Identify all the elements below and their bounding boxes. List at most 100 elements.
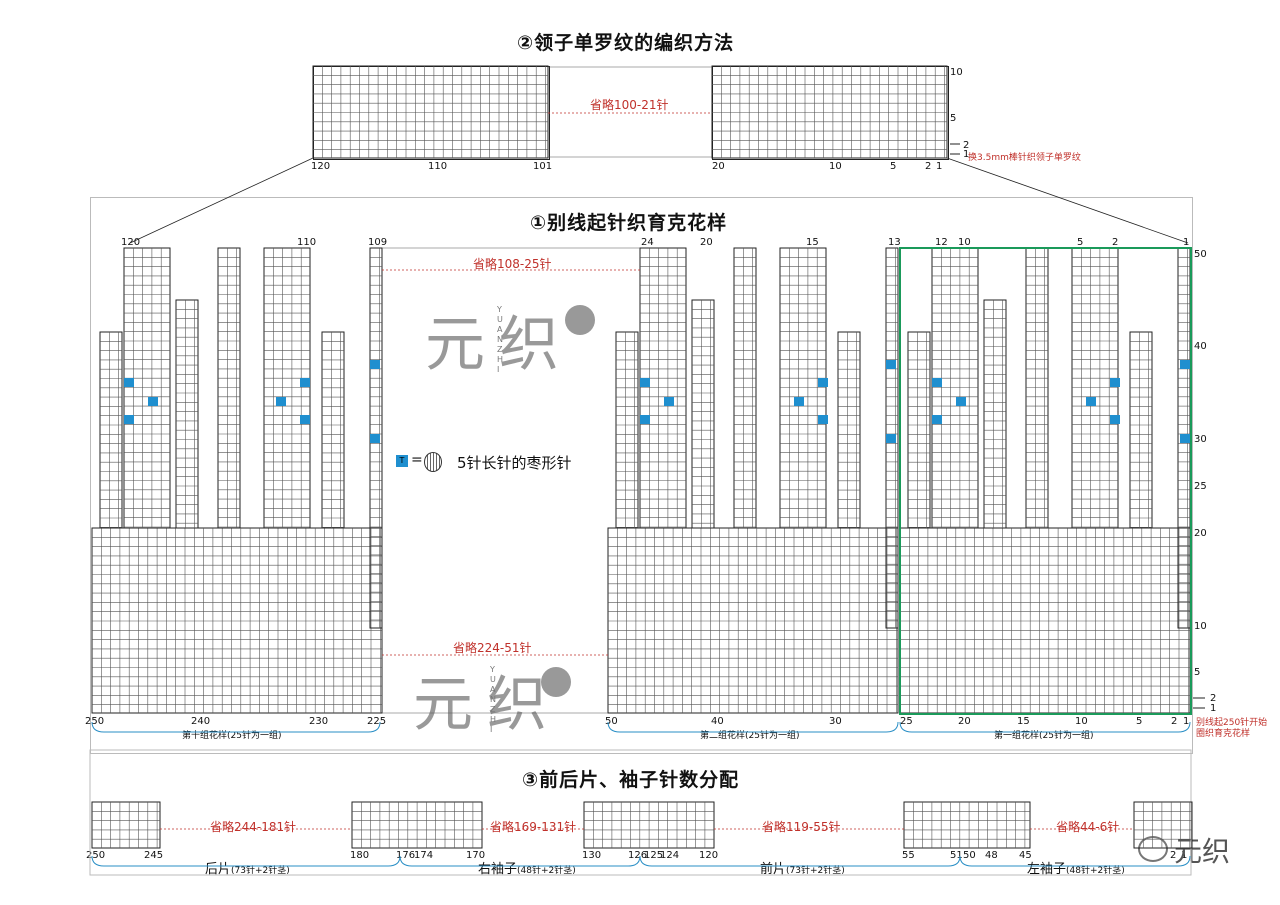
omit-label: 省略119-55针	[762, 820, 841, 834]
yoke-top-num: 13	[888, 237, 901, 248]
collar-note: 换3.5mm棒针织领子单罗纹	[968, 153, 1081, 163]
yoke-bottom-num: 225	[367, 716, 387, 727]
yoke-bottom-num: 30	[829, 716, 842, 727]
dist-num: 51	[950, 850, 963, 861]
petal-column	[263, 247, 311, 529]
front-brace	[639, 855, 961, 867]
left-sleeve-brace	[959, 855, 1191, 867]
watermark-vertical-text: YUANZHI	[497, 305, 504, 374]
petal-column	[1071, 247, 1119, 529]
collar-row-num: 10	[950, 67, 963, 78]
petal-column	[691, 299, 715, 529]
dist-num: 124	[660, 850, 680, 861]
pattern-repeat-highlight	[899, 247, 1192, 715]
start-note-1: 别线起250针开始	[1196, 718, 1268, 728]
yoke-row-num: 50	[1194, 249, 1207, 260]
bobble-stitch	[886, 434, 896, 443]
group10-brace	[91, 721, 381, 733]
petal-column	[99, 331, 123, 529]
yoke-top-num: 2	[1112, 237, 1119, 248]
watermark-vertical-text: YUANZHI	[490, 665, 497, 734]
yoke-omit-top: 省略108-25针	[473, 257, 552, 271]
bobble-stitch	[1110, 415, 1120, 424]
petal-column	[733, 247, 757, 529]
yoke-arrow-row: 1	[1210, 703, 1217, 714]
guide-line	[129, 157, 314, 244]
collar-row-num: 5	[950, 113, 957, 124]
bobble-stitch	[664, 397, 674, 406]
bobble-stitch	[124, 378, 134, 387]
brand-name: 元织	[1174, 835, 1231, 868]
yoke-omit-bottom: 省略224-51针	[453, 641, 532, 655]
yoke-row-num: 20	[1194, 528, 1207, 539]
bobble-stitch	[300, 378, 310, 387]
watermark-logo-text: 元织	[425, 310, 573, 380]
yoke-bottom-num: 5	[1136, 716, 1143, 727]
collar-omit-label: 省略100-21针	[590, 98, 669, 112]
dist-num: 120	[699, 850, 719, 861]
collar-num: 5	[890, 161, 897, 172]
yoke-arrow-row: 2	[1210, 693, 1217, 704]
collar-num: 2	[925, 161, 932, 172]
group1-brace	[899, 721, 1191, 733]
dist-num: 130	[582, 850, 602, 861]
dist-num: 174	[414, 850, 434, 861]
distribution-frame	[89, 749, 1192, 876]
bobble-stitch	[640, 378, 650, 387]
collar-arrow-row: 2	[963, 140, 970, 151]
legend-text: 5针长针的枣形针	[457, 454, 572, 472]
bobble-stitch	[1180, 360, 1190, 369]
bobble-legend: T = 5针长针的枣形针	[396, 452, 606, 472]
petal-column	[321, 331, 345, 529]
dist-num: 126	[628, 850, 648, 861]
yoke-top-num: 20	[700, 237, 713, 248]
part-sub: (48针+2针茎)	[1066, 866, 1125, 876]
section3-title: ③前后片、袖子针数分配	[522, 769, 740, 791]
collar-num: 110	[428, 161, 448, 172]
omit-label: 省略169-131针	[490, 820, 577, 834]
yoke-row-num: 30	[1194, 434, 1207, 445]
bobble-stitch	[148, 397, 158, 406]
bobble-stitch	[1086, 397, 1096, 406]
yoke-top-num: 109	[368, 237, 388, 248]
collar-grid-right-cells	[711, 65, 948, 159]
bobble-oval-icon	[424, 452, 442, 472]
dist-num: 180	[350, 850, 370, 861]
dist-num: 45	[1019, 850, 1032, 861]
yarn-ball-icon	[565, 305, 595, 335]
group2-label: 第二组花样(25针为一组)	[700, 731, 800, 741]
guide-line	[946, 157, 1189, 244]
right-sleeve-brace	[399, 855, 641, 867]
yoke-row-num: 10	[1194, 621, 1207, 632]
bobble-stitch	[370, 360, 380, 369]
yoke-top-num: 10	[958, 237, 971, 248]
bobble-stitch	[818, 378, 828, 387]
yoke-top-num: 12	[935, 237, 948, 248]
bobble-stitch-icon: T	[396, 455, 408, 467]
dist-num: 1	[1181, 850, 1188, 861]
petal-column	[615, 331, 639, 529]
part-sub: (73针+2针茎)	[231, 866, 290, 876]
omit-label: 省略244-181针	[210, 820, 297, 834]
yoke-top-num: 15	[806, 237, 819, 248]
bobble-stitch	[818, 415, 828, 424]
yoke-bottom-num: 15	[1017, 716, 1030, 727]
collar-num: 101	[533, 161, 553, 172]
dist-num: 2	[1170, 850, 1177, 861]
yoke-bottom-num: 25	[900, 716, 913, 727]
yoke-row-num: 25	[1194, 481, 1207, 492]
collar-num: 1	[936, 161, 943, 172]
start-note-2: 圈织育克花样	[1196, 729, 1251, 739]
yoke-bottom-num: 230	[309, 716, 329, 727]
petal-column	[907, 331, 931, 529]
collar-num: 120	[311, 161, 331, 172]
yoke-bottom-num: 20	[958, 716, 971, 727]
dist-num: 48	[985, 850, 998, 861]
watermark-logo-top: 元织 YUANZHI	[425, 305, 595, 385]
yoke-bottom-num: 40	[711, 716, 724, 727]
petal-column	[1129, 331, 1153, 529]
part-sub: (73针+2针茎)	[786, 866, 845, 876]
bobble-stitch	[932, 415, 942, 424]
yoke-bottom-num: 10	[1075, 716, 1088, 727]
yoke-row-num: 5	[1194, 667, 1201, 678]
